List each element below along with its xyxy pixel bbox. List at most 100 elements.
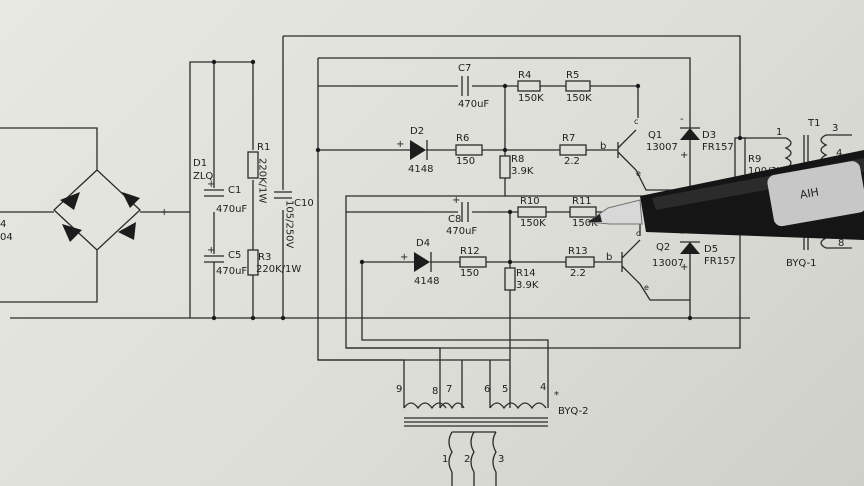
d5-plus: + xyxy=(680,262,688,273)
resistor-r10: R10 150K xyxy=(517,196,547,229)
resistor-r4: R4 150K xyxy=(517,70,544,104)
c10-ref: C10 xyxy=(294,198,314,209)
r4-ref: R4 xyxy=(518,70,531,81)
r5-ref: R5 xyxy=(566,70,579,81)
r13-ref: R13 xyxy=(568,246,588,257)
bridge-left-num: 4 xyxy=(0,219,6,230)
resistor-r8: R8 3.9K xyxy=(499,154,534,179)
c7-ref: C7 xyxy=(458,63,471,74)
diode-d3: - + D3 FR157 xyxy=(680,114,734,161)
d3-value: FR157 xyxy=(702,142,734,153)
byq2-dot: * xyxy=(554,390,559,401)
q1-value: 13007 xyxy=(646,142,678,153)
r9-ref: R9 xyxy=(748,154,761,165)
t1-pin-3: 3 xyxy=(832,123,838,134)
transformer-byq2: 9 8 7 6 5 4 1 2 3 * BYQ-2 xyxy=(396,382,589,486)
t1-name: BYQ-1 xyxy=(786,258,817,269)
capacitor-c1: + C1 470uF xyxy=(204,179,247,215)
r7-value: 2.2 xyxy=(564,156,580,167)
bridge-rectifier: 4 04 - + xyxy=(0,127,190,303)
r14-ref: R14 xyxy=(516,268,536,279)
resistor-r12: R12 150 xyxy=(459,246,487,279)
c5-value: 470uF xyxy=(216,266,247,277)
d3-plus: + xyxy=(680,150,688,161)
r10-value: 150K xyxy=(520,218,546,229)
t1-ref: T1 xyxy=(807,118,820,129)
byq2-pin-8: 8 xyxy=(432,386,438,397)
d4-ref: D4 xyxy=(416,238,430,249)
r1-ref: R1 xyxy=(257,142,270,153)
q1-b: b xyxy=(600,141,606,152)
c8-value: 470uF xyxy=(446,226,477,237)
r5-value: 150K xyxy=(566,93,592,104)
d4-pol: + xyxy=(400,252,408,263)
t1-pin-1: 1 xyxy=(776,127,782,138)
byq2-pin-4: 4 xyxy=(540,382,546,393)
r3-value: 220K/1W xyxy=(256,264,301,275)
bridge-minus: - xyxy=(36,207,40,218)
capacitor-c5: + C5 470uF xyxy=(204,245,247,277)
r7-ref: R7 xyxy=(562,133,575,144)
r11-value: 150K xyxy=(572,218,598,229)
bridge-plus: + xyxy=(160,207,168,218)
d1-value: ZLQ xyxy=(193,171,213,182)
resistor-r1: R1 220K/1W xyxy=(247,142,270,203)
byq2-pin-6: 6 xyxy=(484,384,490,395)
d2-pol: + xyxy=(396,139,404,150)
r11-ref: R11 xyxy=(572,196,592,207)
r8-value: 3.9K xyxy=(511,166,534,177)
r1-value: 220K/1W xyxy=(257,158,268,203)
d2-value: 4148 xyxy=(408,164,433,175)
d1-ref: D1 xyxy=(193,158,207,169)
capacitor-c10: C10 105/250V xyxy=(274,191,314,249)
c8-ref: C8 xyxy=(448,214,461,225)
resistor-r11: R11 150K xyxy=(569,196,598,229)
d5-ref: D5 xyxy=(704,244,718,255)
q1-ref: Q1 xyxy=(648,130,662,141)
q1-e: e xyxy=(636,169,641,178)
r12-ref: R12 xyxy=(460,246,480,257)
c1-pol: + xyxy=(207,179,215,190)
byq2-pin-3: 3 xyxy=(498,454,504,465)
r8-ref: R8 xyxy=(511,154,524,165)
d3-ref: D3 xyxy=(702,130,716,141)
diode-d5: - + D5 FR157 xyxy=(680,228,736,273)
c5-pol: + xyxy=(207,245,215,256)
byq2-pin-2: 2 xyxy=(464,454,470,465)
resistor-r14: R14 3.9K xyxy=(504,267,539,291)
c7-value: 470uF xyxy=(458,99,489,110)
r12-value: 150 xyxy=(460,268,479,279)
t1-pin-8: 8 xyxy=(838,238,844,249)
bridge-left-sub: 04 xyxy=(0,232,13,243)
c5-ref: C5 xyxy=(228,250,241,261)
resistor-r6: R6 150 xyxy=(455,133,483,167)
r14-value: 3.9K xyxy=(516,280,539,291)
q2-e: e xyxy=(644,283,649,292)
d4-value: 4148 xyxy=(414,276,439,287)
byq2-pin-9: 9 xyxy=(396,384,402,395)
resistor-r5: R5 150K xyxy=(565,70,592,104)
pen-brand: AIH xyxy=(799,185,820,201)
c8-pol: + xyxy=(452,195,460,206)
r10-ref: R10 xyxy=(520,196,540,207)
r13-value: 2.2 xyxy=(570,268,586,279)
c1-value: 470uF xyxy=(216,204,247,215)
d5-value: FR157 xyxy=(704,256,736,267)
capacitor-c7: C7 470uF xyxy=(458,63,489,110)
junction-dots xyxy=(211,59,743,321)
q2-c: c xyxy=(636,229,640,238)
diode-d4: + D4 4148 xyxy=(400,238,439,287)
byq2-pin-7: 7 xyxy=(446,384,452,395)
pen: AIH xyxy=(586,150,864,240)
byq2-pin-1: 1 xyxy=(442,454,448,465)
diode-d2: + D2 4148 xyxy=(396,126,433,175)
byq2-name: BYQ-2 xyxy=(558,406,589,417)
d3-minus: - xyxy=(680,114,684,125)
t1-pin-4: 4 xyxy=(836,148,842,159)
r6-ref: R6 xyxy=(456,133,469,144)
q2-b: b xyxy=(606,252,612,263)
q1-c: c xyxy=(634,117,638,126)
resistor-r13: R13 2.2 xyxy=(565,246,595,279)
